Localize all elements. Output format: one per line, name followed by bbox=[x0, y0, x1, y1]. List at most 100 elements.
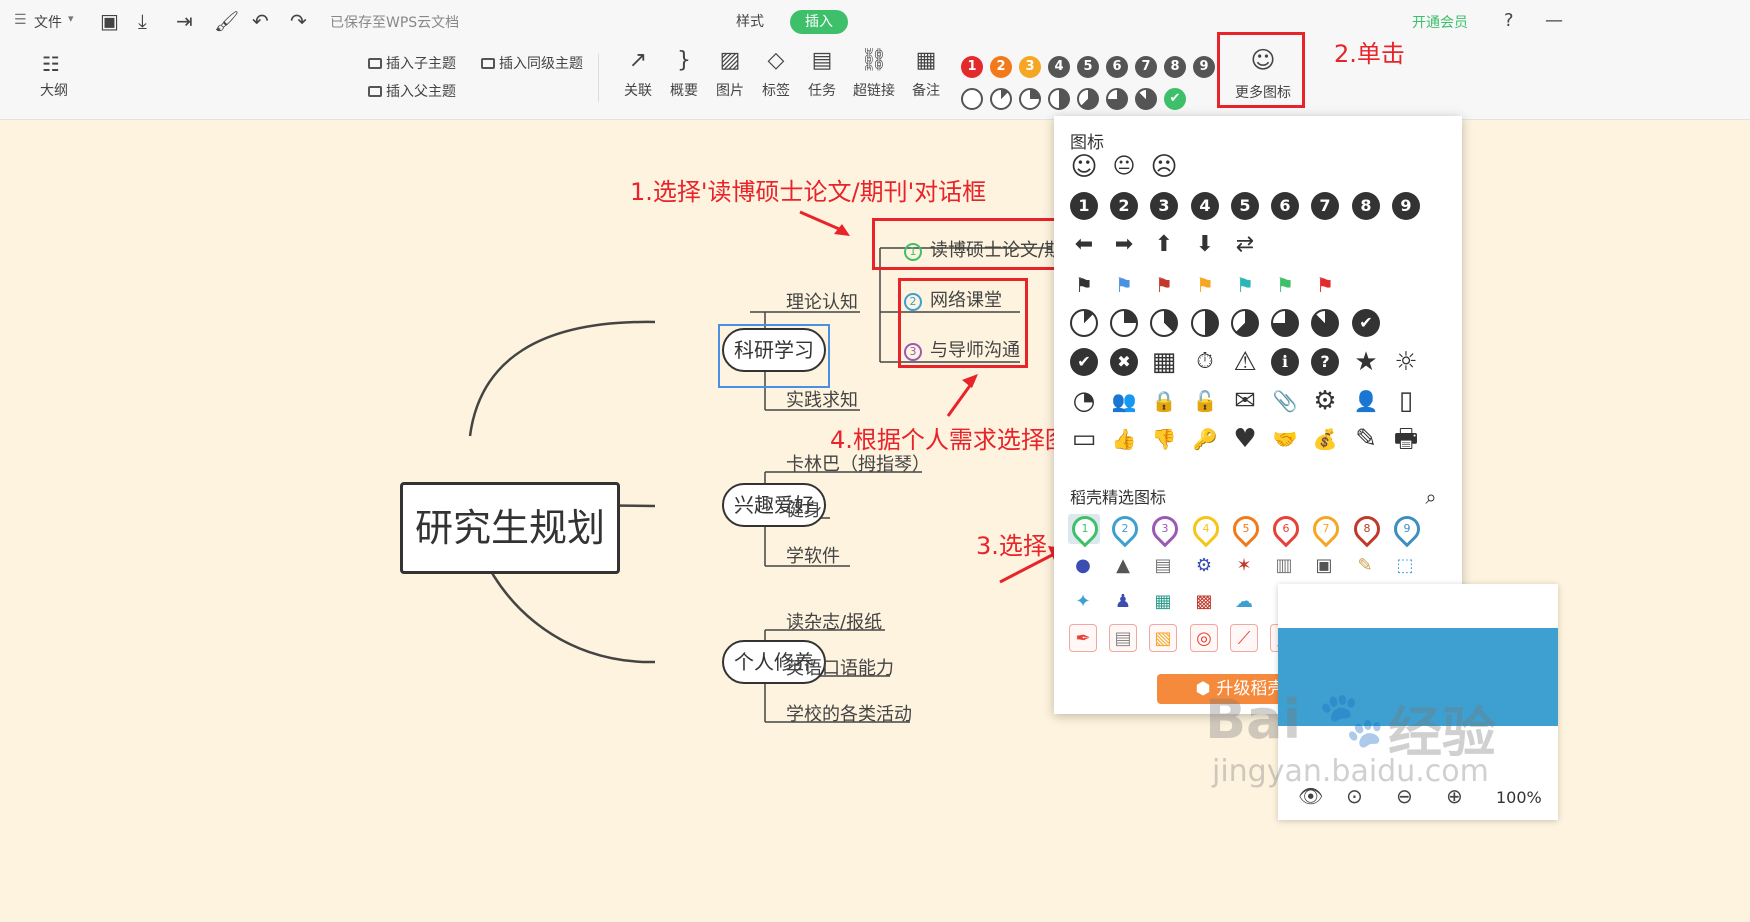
priority-4-icon[interactable]: 4 bbox=[1048, 56, 1070, 78]
pie-75-icon[interactable] bbox=[1271, 309, 1299, 337]
star-icon[interactable]: ★ bbox=[1354, 347, 1378, 377]
cloud-icon[interactable]: ☁ bbox=[1235, 591, 1253, 612]
unlock-icon[interactable]: 🔓 bbox=[1192, 389, 1218, 413]
download-icon[interactable]: ⤓ bbox=[138, 9, 147, 33]
lightbulb-icon[interactable]: ☼ bbox=[1394, 347, 1418, 377]
calendar-icon[interactable]: ▦ bbox=[1151, 347, 1177, 377]
progress-done-icon[interactable]: ✔ bbox=[1164, 88, 1186, 110]
locate-icon[interactable]: ⊙ bbox=[1346, 784, 1363, 808]
priority-3-icon[interactable]: 3 bbox=[1019, 56, 1041, 78]
export-icon[interactable]: ⇥ bbox=[176, 9, 193, 33]
branch-research[interactable]: 科研学习 bbox=[722, 328, 826, 372]
pie-12-icon[interactable] bbox=[1070, 309, 1098, 337]
eye-icon[interactable]: 👁 bbox=[1298, 784, 1324, 808]
minimize-icon[interactable]: — bbox=[1545, 10, 1563, 31]
vip-link[interactable]: 开通会员 bbox=[1412, 15, 1468, 31]
lock-icon[interactable]: 🔒 bbox=[1151, 389, 1177, 413]
branch-hobbies[interactable]: 兴趣爱好 bbox=[722, 483, 826, 527]
insert-child-button[interactable]: 插入子主题 bbox=[368, 53, 456, 73]
priority-1-icon[interactable]: 1 bbox=[961, 56, 983, 78]
flag-teal-icon[interactable]: ⚑ bbox=[1236, 273, 1254, 297]
arrow-left-icon[interactable]: ⬅ bbox=[1074, 232, 1094, 257]
arrow-right-icon[interactable]: ➡ bbox=[1114, 232, 1134, 257]
question-icon[interactable]: ? bbox=[1311, 348, 1339, 376]
progress-62-icon[interactable] bbox=[1077, 88, 1099, 110]
outline-button[interactable]: 大纲 bbox=[40, 83, 68, 99]
topic-activities[interactable]: 学校的各类活动 bbox=[786, 704, 912, 725]
arrow-down-icon[interactable]: ⬇ bbox=[1195, 232, 1215, 257]
sad-face-icon[interactable]: ☹ bbox=[1150, 152, 1178, 182]
thumbs-up-icon[interactable]: 👍 bbox=[1111, 427, 1137, 451]
warning-icon[interactable]: ⚠ bbox=[1233, 347, 1257, 377]
progress-75-icon[interactable] bbox=[1106, 88, 1128, 110]
network-icon[interactable]: ✶ bbox=[1236, 555, 1252, 576]
pie-62-icon[interactable] bbox=[1231, 309, 1259, 337]
number-4-icon[interactable]: 4 bbox=[1191, 192, 1219, 220]
number-7-icon[interactable]: 7 bbox=[1311, 192, 1339, 220]
number-9-icon[interactable]: 9 bbox=[1392, 192, 1420, 220]
number-5-icon[interactable]: 5 bbox=[1231, 192, 1259, 220]
topic-magazines[interactable]: 读杂志/报纸 bbox=[786, 612, 883, 633]
panel-search-icon[interactable]: ⌕ bbox=[1425, 485, 1437, 509]
money-bag-icon[interactable]: 💰 bbox=[1312, 427, 1338, 451]
pie-87-icon[interactable] bbox=[1311, 309, 1339, 337]
tab-style[interactable]: 样式 bbox=[736, 14, 764, 30]
priority-8-icon[interactable]: 8 bbox=[1164, 56, 1186, 78]
hamburger-icon[interactable]: ☰ bbox=[14, 12, 27, 28]
pin-5-icon[interactable]: 5 bbox=[1227, 510, 1265, 548]
help-icon[interactable]: ? bbox=[1504, 10, 1514, 31]
flag-blue-icon[interactable]: ⚑ bbox=[1115, 273, 1133, 297]
number-3-icon[interactable]: 3 bbox=[1150, 192, 1178, 220]
dashboard-icon[interactable]: ▩ bbox=[1195, 591, 1213, 612]
checklist-icon[interactable]: ▧ bbox=[1149, 624, 1177, 652]
flag-green-icon[interactable]: ⚑ bbox=[1276, 273, 1294, 297]
branch-cultivation[interactable]: 个人修养 bbox=[722, 640, 826, 684]
tablet-icon[interactable]: ▭ bbox=[1071, 424, 1097, 454]
pie-done-icon[interactable]: ✔ bbox=[1352, 309, 1380, 337]
root-topic[interactable]: 研究生规划 bbox=[400, 482, 620, 574]
pin-7-icon[interactable]: 7 bbox=[1307, 510, 1345, 548]
progress-87-icon[interactable] bbox=[1135, 88, 1157, 110]
chevron-down-icon[interactable]: ▾ bbox=[68, 12, 74, 25]
group-icon[interactable]: 👥 bbox=[1111, 389, 1137, 413]
feather-icon[interactable]: ✒ bbox=[1069, 624, 1097, 652]
arrow-both-icon[interactable]: ⇄ bbox=[1235, 232, 1255, 257]
pin-9-icon[interactable]: 9 bbox=[1388, 510, 1426, 548]
presentation-icon[interactable]: ▲ bbox=[1116, 555, 1130, 576]
leader-icon[interactable]: ♟ bbox=[1114, 591, 1132, 612]
flag-red-dark-icon[interactable]: ⚑ bbox=[1155, 273, 1173, 297]
pie-chart-icon[interactable]: ◔ bbox=[1072, 386, 1096, 416]
tab-insert[interactable]: 插入 bbox=[790, 10, 848, 34]
notepad-icon[interactable]: ✎ bbox=[1357, 555, 1373, 576]
topic-software[interactable]: 学软件 bbox=[786, 546, 840, 567]
insert-parent-button[interactable]: 插入父主题 bbox=[368, 81, 456, 101]
check-circle-icon[interactable]: ✔ bbox=[1070, 348, 1098, 376]
team-hands-icon[interactable]: ✦ bbox=[1075, 591, 1091, 612]
medal-icon[interactable]: ● bbox=[1075, 555, 1091, 576]
paperclip-icon[interactable]: 📎 bbox=[1272, 389, 1298, 413]
key-icon[interactable]: 🔑 bbox=[1192, 427, 1218, 451]
priority-6-icon[interactable]: 6 bbox=[1106, 56, 1128, 78]
progress-12-icon[interactable] bbox=[990, 88, 1012, 110]
progress-50-icon[interactable] bbox=[1048, 88, 1070, 110]
priority-7-icon[interactable]: 7 bbox=[1135, 56, 1157, 78]
gear-icon[interactable]: ⚙ bbox=[1313, 386, 1337, 416]
priority-9-icon[interactable]: 9 bbox=[1193, 56, 1215, 78]
pin-2-icon[interactable]: 2 bbox=[1106, 510, 1144, 548]
outline-icon[interactable]: ☷ bbox=[42, 52, 60, 76]
trend-icon[interactable]: ⟋ bbox=[1230, 624, 1258, 652]
file-menu[interactable]: 文件 bbox=[34, 15, 62, 31]
topic-kalimba[interactable]: 卡林巴（拇指琴） bbox=[786, 454, 930, 475]
topic-practice[interactable]: 实践求知 bbox=[786, 390, 858, 411]
number-2-icon[interactable]: 2 bbox=[1110, 192, 1138, 220]
topic-fitness[interactable]: 健身 bbox=[786, 500, 822, 521]
insert-sibling-button[interactable]: 插入同级主题 bbox=[481, 53, 583, 73]
arrow-up-icon[interactable]: ⬆ bbox=[1154, 232, 1174, 257]
undo-icon[interactable]: ↶ bbox=[252, 9, 269, 33]
zoom-out-icon[interactable]: ⊖ bbox=[1396, 784, 1413, 808]
handshake-icon[interactable]: 🤝 bbox=[1272, 427, 1298, 451]
pin-4-icon[interactable]: 4 bbox=[1187, 510, 1225, 548]
smile-face-icon[interactable]: ☺ bbox=[1070, 152, 1098, 182]
calculator-icon[interactable]: ▤ bbox=[1109, 624, 1137, 652]
